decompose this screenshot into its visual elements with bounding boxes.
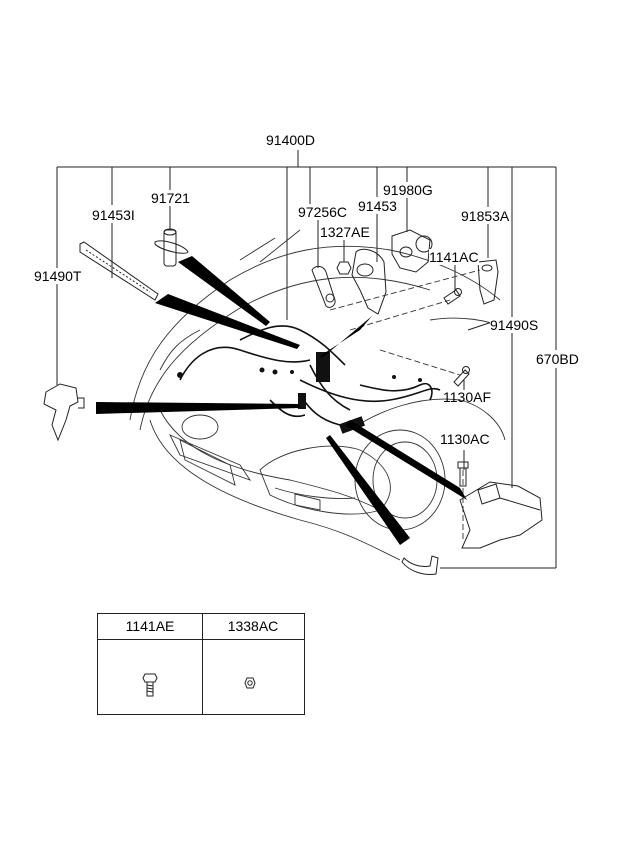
label-91453: 91453 <box>358 198 397 214</box>
arrow-91490S <box>345 420 467 500</box>
arrow-670BD <box>326 435 410 545</box>
table-divider-vertical <box>202 614 203 714</box>
arrow-91453 <box>320 316 372 358</box>
table-header-1338AC: 1338AC <box>227 618 279 634</box>
label-670BD: 670BD <box>536 351 579 367</box>
bolt-icon <box>142 673 158 697</box>
part-91453I <box>79 241 159 301</box>
part-91490T <box>43 383 85 442</box>
label-1130AF: 1130AF <box>443 389 491 405</box>
label-1130AC: 1130AC <box>440 431 490 447</box>
arrow-91453I <box>155 294 300 349</box>
label-91400D: 91400D <box>266 132 316 148</box>
part-1327AE <box>336 261 352 275</box>
table-divider-horizontal <box>98 639 304 640</box>
part-91853A <box>477 259 499 305</box>
part-bracket <box>401 555 439 575</box>
label-91490T: 91490T <box>34 268 82 284</box>
part-1141AC <box>443 288 462 305</box>
fastener-table: 1141AE 1338AC <box>97 613 305 715</box>
arrow-91490T <box>96 402 300 414</box>
callout-arrows <box>96 256 467 545</box>
part-91980G <box>391 229 433 273</box>
arrow-91721 <box>178 256 270 326</box>
label-1141AC: 1141AC <box>429 249 479 265</box>
label-91453I: 91453I <box>92 207 135 223</box>
part-91453 <box>351 248 387 315</box>
label-97256C: 97256C <box>298 204 348 220</box>
part-97256C <box>311 265 336 308</box>
label-91980G: 91980G <box>383 182 433 198</box>
part-670BD-relay-box <box>459 481 543 549</box>
part-1130AF <box>453 366 470 387</box>
label-91853A: 91853A <box>461 208 510 224</box>
nut-icon <box>244 677 256 689</box>
part-1130AC <box>457 461 469 487</box>
part-91721 <box>154 228 189 267</box>
label-91721: 91721 <box>151 190 190 206</box>
table-header-1141AE: 1141AE <box>125 618 175 634</box>
label-91490S: 91490S <box>490 317 539 333</box>
label-1327AE: 1327AE <box>320 224 370 240</box>
